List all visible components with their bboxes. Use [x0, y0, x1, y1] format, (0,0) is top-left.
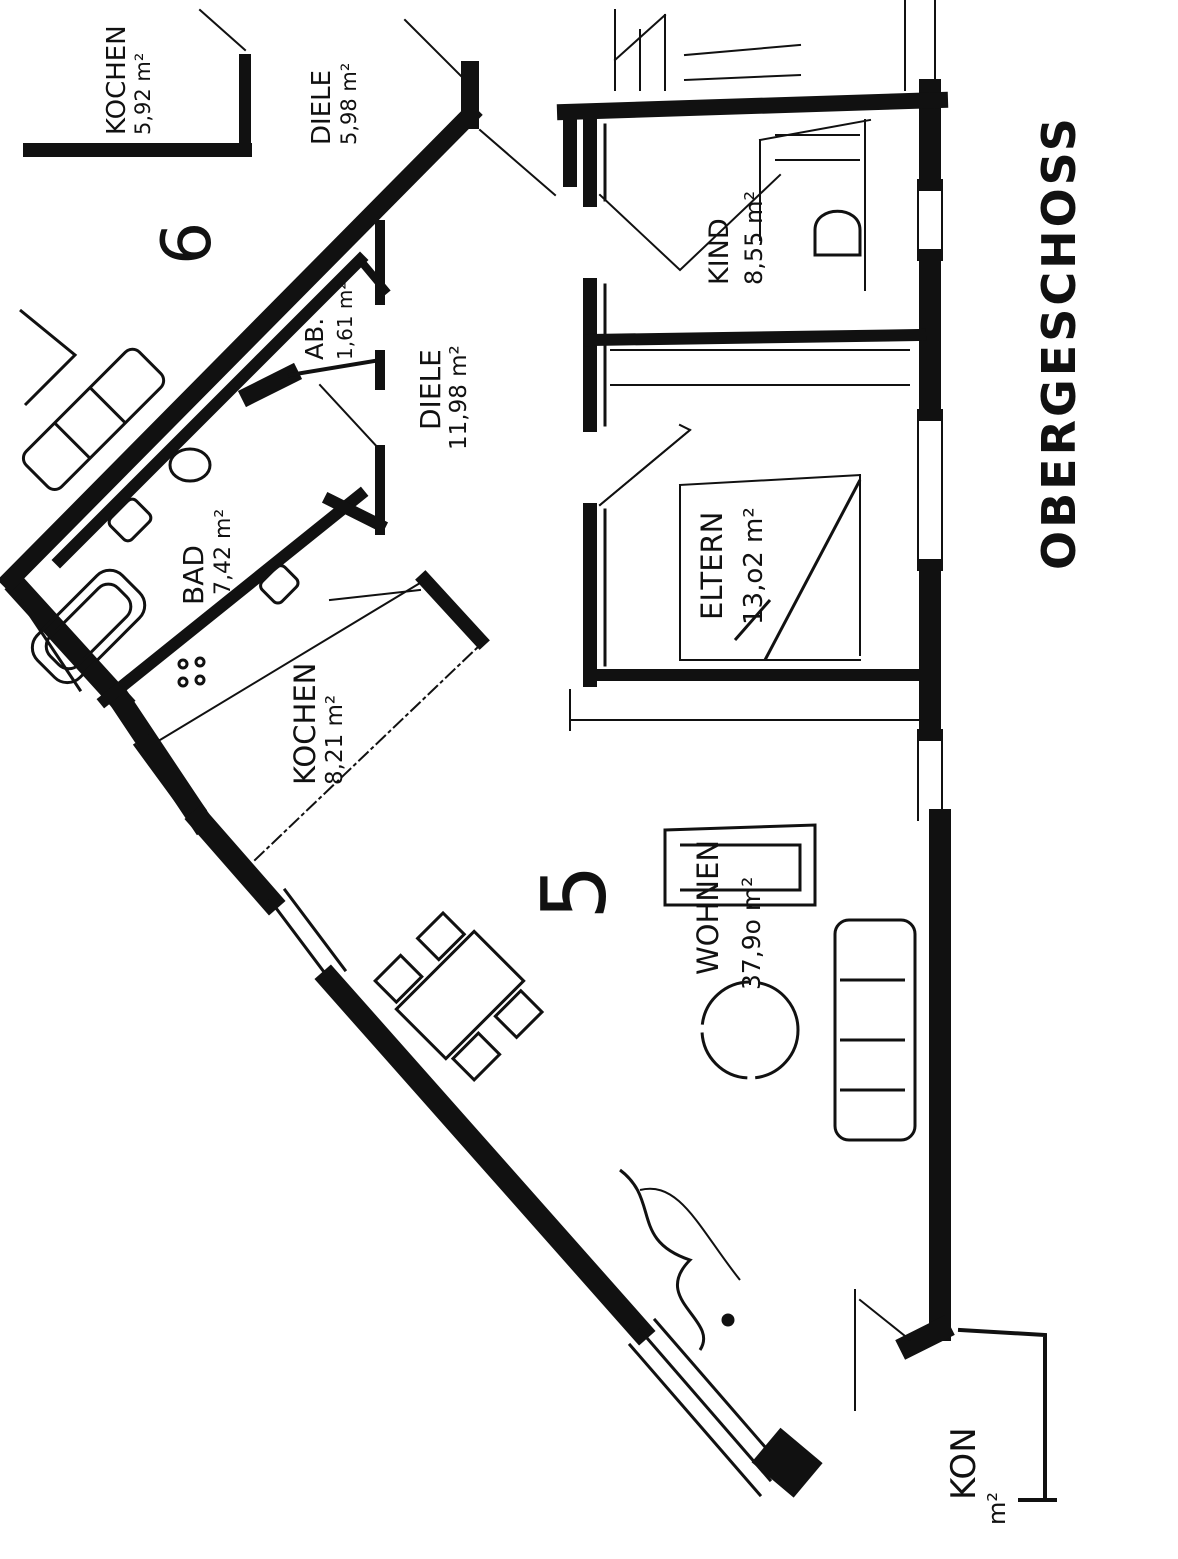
furniture [19, 134, 917, 1351]
room-name-diele-6: DIELE [307, 70, 337, 145]
exterior-walls [0, 54, 955, 1498]
room-name-bad: BAD [177, 545, 210, 605]
room-area-diele: 11,98 m² [446, 345, 472, 450]
room-name-wohnen: WOHNEN [691, 840, 725, 975]
room-name-eltern: ELTERN [695, 512, 729, 620]
floor-label: OBERGESCHOSS [1032, 115, 1086, 570]
apartment-number-6: 6 [148, 222, 227, 265]
room-area-kochen: 8,21 m² [322, 695, 348, 785]
room-name-kind: KIND [704, 218, 735, 285]
room-name-kochen: KOCHEN [288, 663, 322, 785]
room-area-diele-6: 5,98 m² [337, 63, 361, 145]
apartment-number-5: 5 [523, 864, 626, 920]
room-area-ab: 1,61 m² [333, 282, 357, 360]
room-name-kochen-6: KOCHEN [102, 25, 132, 135]
room-area-kind: 8,55 m² [740, 191, 768, 285]
room-area-eltern: 13,o2 m² [739, 507, 769, 625]
room-area-bad: 7,42 m² [211, 509, 236, 595]
balcony-name: KON [944, 1427, 984, 1500]
room-area-kochen-6: 5,92 m² [131, 53, 155, 135]
interior-walls [51, 0, 1057, 1502]
room-area-wohnen: 37,9o m² [737, 877, 766, 990]
room-name-ab: AB. [300, 318, 329, 360]
room-name-diele: DIELE [414, 349, 447, 430]
room-labels: KOCHEN 5,92 m² DIELE 5,98 m² 6 KIND 8,55… [102, 25, 1086, 1525]
balcony-area: m² [983, 1492, 1011, 1525]
